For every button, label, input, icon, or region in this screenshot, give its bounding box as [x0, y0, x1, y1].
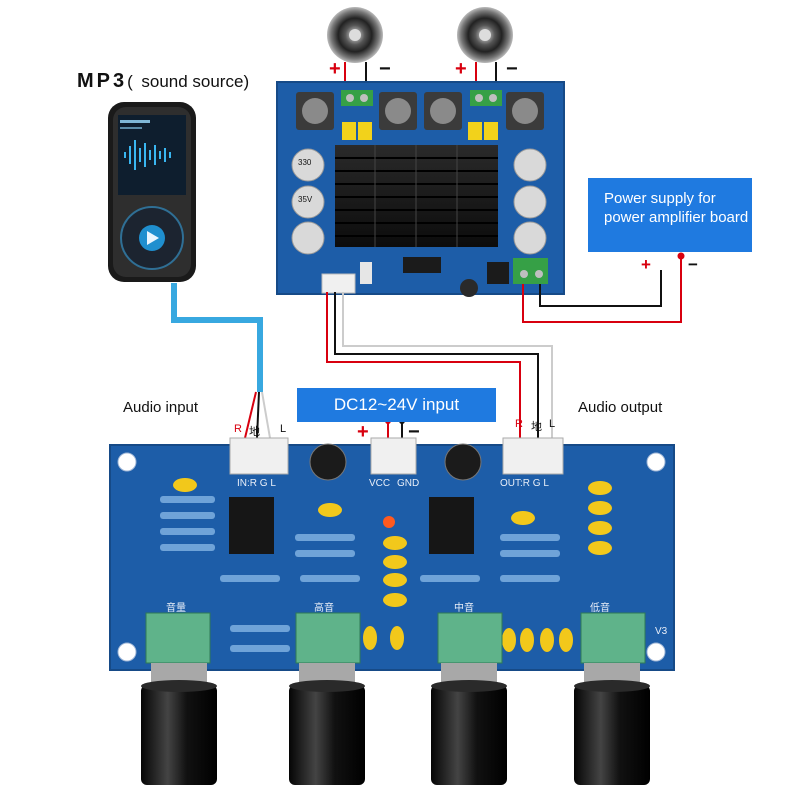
- treble-knob[interactable]: [289, 663, 365, 785]
- audio-input-connector: [229, 437, 289, 475]
- mp3-paren-open: (: [127, 72, 133, 91]
- volume-knob[interactable]: [141, 663, 217, 785]
- silk-in-rgl: IN:R G L: [237, 478, 276, 489]
- dc-plus: +: [357, 421, 369, 443]
- speaker-right: [457, 7, 513, 63]
- output-pin-l: L: [549, 418, 556, 430]
- bass-knob[interactable]: [574, 663, 650, 785]
- silk-volume: 音量: [166, 603, 186, 614]
- power-supply-label: Power supply for power amplifier board: [588, 178, 752, 252]
- dc-input-label: DC12~24V input: [297, 388, 496, 422]
- silk-treble: 高音: [314, 603, 334, 614]
- output-pin-ground: 地: [531, 421, 542, 433]
- mp3-player: [108, 102, 196, 282]
- silk-mid: 中音: [454, 603, 474, 614]
- speaker-right-plus: +: [455, 58, 467, 80]
- dc-minus: −: [408, 421, 420, 443]
- waveform-icon: [124, 140, 171, 170]
- bass-pot: [580, 612, 646, 664]
- silk-bass: 低音: [590, 603, 610, 614]
- volume-pot: [145, 612, 211, 664]
- mp3-subtitle: sound source: [141, 72, 244, 91]
- input-pin-r: R: [234, 423, 242, 435]
- input-pin-ground: 地: [249, 426, 260, 438]
- silk-gnd: GND: [397, 478, 420, 489]
- cap-mark-voltage: 35V: [298, 195, 313, 204]
- audio-output-connector: [502, 437, 564, 475]
- mp3-paren-close: ): [243, 72, 250, 91]
- silk-version: V3: [655, 626, 668, 637]
- silk-vcc: VCC: [369, 478, 391, 489]
- mp3-title-text: MP3: [77, 70, 128, 92]
- amplifier-board: [276, 81, 565, 297]
- tone-board: [109, 437, 675, 671]
- speaker-left: [327, 7, 383, 63]
- input-pin-l: L: [280, 423, 287, 435]
- mp3-source-label: MP3( sound source): [77, 70, 249, 93]
- play-icon: [147, 231, 159, 245]
- cap-mark-value: 330: [298, 158, 312, 167]
- output-pin-r: R: [515, 418, 523, 430]
- dc-input-connector: [370, 437, 417, 475]
- psu-plus: +: [641, 255, 651, 274]
- audio-source-cable: [171, 283, 263, 392]
- psu-minus: −: [688, 255, 698, 274]
- treble-pot: [295, 612, 361, 664]
- mid-pot: [437, 612, 503, 664]
- speaker-left-plus: +: [329, 58, 341, 80]
- silk-out-rgl: OUT:R G L: [500, 478, 549, 489]
- speaker-right-minus: −: [506, 58, 518, 80]
- audio-output-label: Audio output: [578, 399, 663, 416]
- audio-input-label: Audio input: [123, 399, 199, 416]
- mid-knob[interactable]: [431, 663, 507, 785]
- speaker-left-minus: −: [379, 58, 391, 80]
